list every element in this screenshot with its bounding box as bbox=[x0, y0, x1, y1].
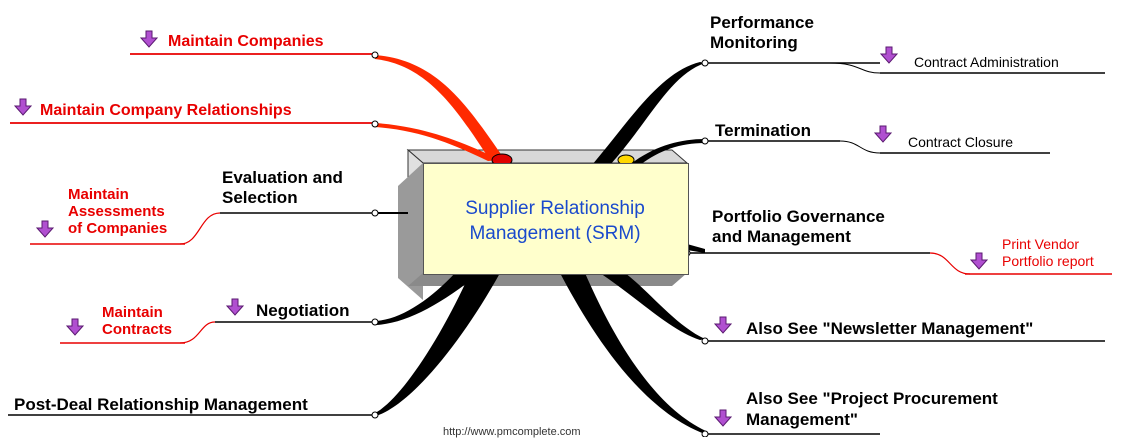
performance-line1: Performance bbox=[710, 13, 814, 32]
connector-print-vendor bbox=[929, 252, 971, 275]
performance-topic: Performance Monitoring bbox=[710, 13, 814, 53]
contract-admin-link[interactable]: Contract Administration bbox=[914, 54, 1059, 70]
down-arrow-icon[interactable] bbox=[880, 46, 898, 64]
evaluation-line2: Selection bbox=[222, 188, 298, 207]
node-dot bbox=[371, 209, 379, 217]
procurement-line1[interactable]: Also See "Project Procurement bbox=[746, 389, 998, 408]
assess-line3: of Companies bbox=[68, 220, 168, 237]
print-line1: Print Vendor bbox=[1002, 236, 1080, 252]
branch-negotiation bbox=[375, 273, 480, 325]
node-dot bbox=[371, 120, 379, 128]
branch-maintain-relationships bbox=[375, 123, 500, 161]
down-arrow-icon[interactable] bbox=[36, 220, 54, 238]
center-title-line2: Management (SRM) bbox=[469, 223, 641, 244]
node-dot bbox=[701, 59, 709, 67]
contract-closure-link[interactable]: Contract Closure bbox=[908, 134, 1014, 150]
portfolio-line1: Portfolio Governance bbox=[712, 207, 885, 226]
branch-post-deal bbox=[375, 273, 500, 416]
down-arrow-icon[interactable] bbox=[714, 409, 732, 427]
assess-line1: Maintain bbox=[68, 186, 129, 203]
branch-newsletter bbox=[600, 273, 705, 340]
node-dot bbox=[371, 411, 379, 419]
center-title-line1: Supplier Relationship bbox=[465, 198, 645, 219]
node-dot bbox=[701, 430, 709, 437]
connector-contract-admin bbox=[829, 62, 881, 74]
maintain-contracts-link[interactable]: Maintain Contracts bbox=[102, 304, 172, 338]
down-arrow-icon[interactable] bbox=[140, 30, 158, 48]
branch-portfolio bbox=[687, 244, 705, 253]
down-arrow-icon[interactable] bbox=[14, 98, 32, 116]
node-dot bbox=[371, 318, 379, 326]
down-arrow-icon[interactable] bbox=[226, 298, 244, 316]
node-dot bbox=[701, 337, 709, 345]
portfolio-topic: Portfolio Governance and Management bbox=[712, 207, 885, 247]
connector-assessments bbox=[179, 212, 221, 245]
post-deal-topic: Post-Deal Relationship Management bbox=[14, 395, 308, 414]
branch-termination bbox=[632, 139, 705, 165]
node-dot bbox=[701, 137, 709, 145]
performance-line2: Monitoring bbox=[710, 33, 798, 52]
connector-contract-closure bbox=[839, 140, 881, 154]
node-dot bbox=[371, 51, 379, 59]
down-arrow-icon[interactable] bbox=[970, 252, 988, 270]
connector-contracts bbox=[179, 321, 216, 344]
assess-line2: Assessments bbox=[68, 203, 165, 220]
print-line2: Portfolio report bbox=[1002, 253, 1094, 269]
branch-procurement bbox=[560, 273, 706, 434]
down-arrow-icon[interactable] bbox=[66, 318, 84, 336]
print-vendor-link[interactable]: Print Vendor Portfolio report bbox=[1002, 236, 1094, 270]
newsletter-link[interactable]: Also See "Newsletter Management" bbox=[746, 319, 1034, 338]
center-topic-box bbox=[423, 163, 689, 275]
down-arrow-icon[interactable] bbox=[874, 125, 892, 143]
contracts-line2: Contracts bbox=[102, 321, 173, 338]
evaluation-topic: Evaluation and Selection bbox=[222, 168, 343, 208]
down-arrow-icon[interactable] bbox=[714, 316, 732, 334]
contracts-line1: Maintain bbox=[102, 304, 163, 321]
maintain-companies-link[interactable]: Maintain Companies bbox=[168, 33, 324, 50]
evaluation-line1: Evaluation and bbox=[222, 168, 343, 187]
box-shadow bbox=[398, 163, 423, 300]
maintain-relationships-link[interactable]: Maintain Company Relationships bbox=[40, 102, 292, 119]
branch-maintain-companies bbox=[375, 55, 505, 160]
procurement-line2[interactable]: Management" bbox=[746, 410, 858, 429]
termination-topic: Termination bbox=[715, 121, 812, 140]
footer-url[interactable]: http://www.pmcomplete.com bbox=[443, 426, 581, 438]
negotiation-topic: Negotiation bbox=[256, 301, 350, 320]
branch-performance bbox=[592, 62, 705, 165]
portfolio-line2: and Management bbox=[712, 227, 851, 246]
center-topic-title: Supplier Relationship Management (SRM) bbox=[423, 196, 687, 246]
maintain-assessments-link[interactable]: Maintain Assessments of Companies bbox=[68, 186, 167, 237]
